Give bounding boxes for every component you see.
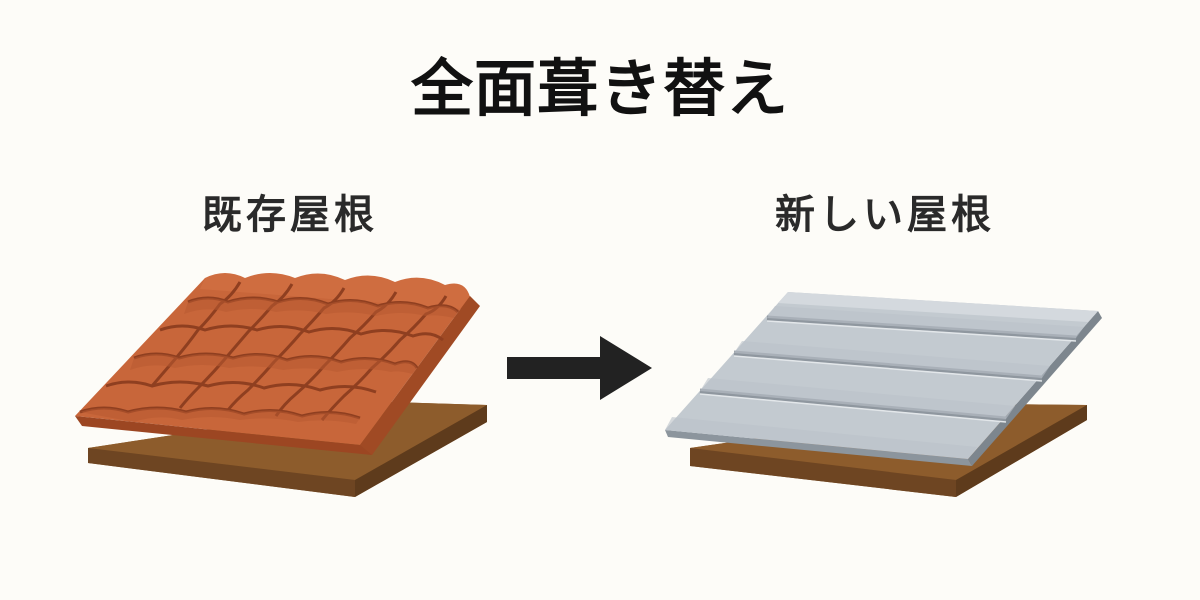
arrow-right-icon (507, 336, 652, 400)
page-title: 全面葺き替え (410, 52, 789, 125)
after-roof-label: 新しい屋根 (775, 192, 995, 238)
before-roof-label: 既存屋根 (202, 192, 378, 238)
metal-roof-sheet (665, 292, 1102, 466)
new-roof (665, 292, 1102, 497)
clay-tile-roof (75, 273, 480, 455)
existing-roof (75, 273, 487, 497)
